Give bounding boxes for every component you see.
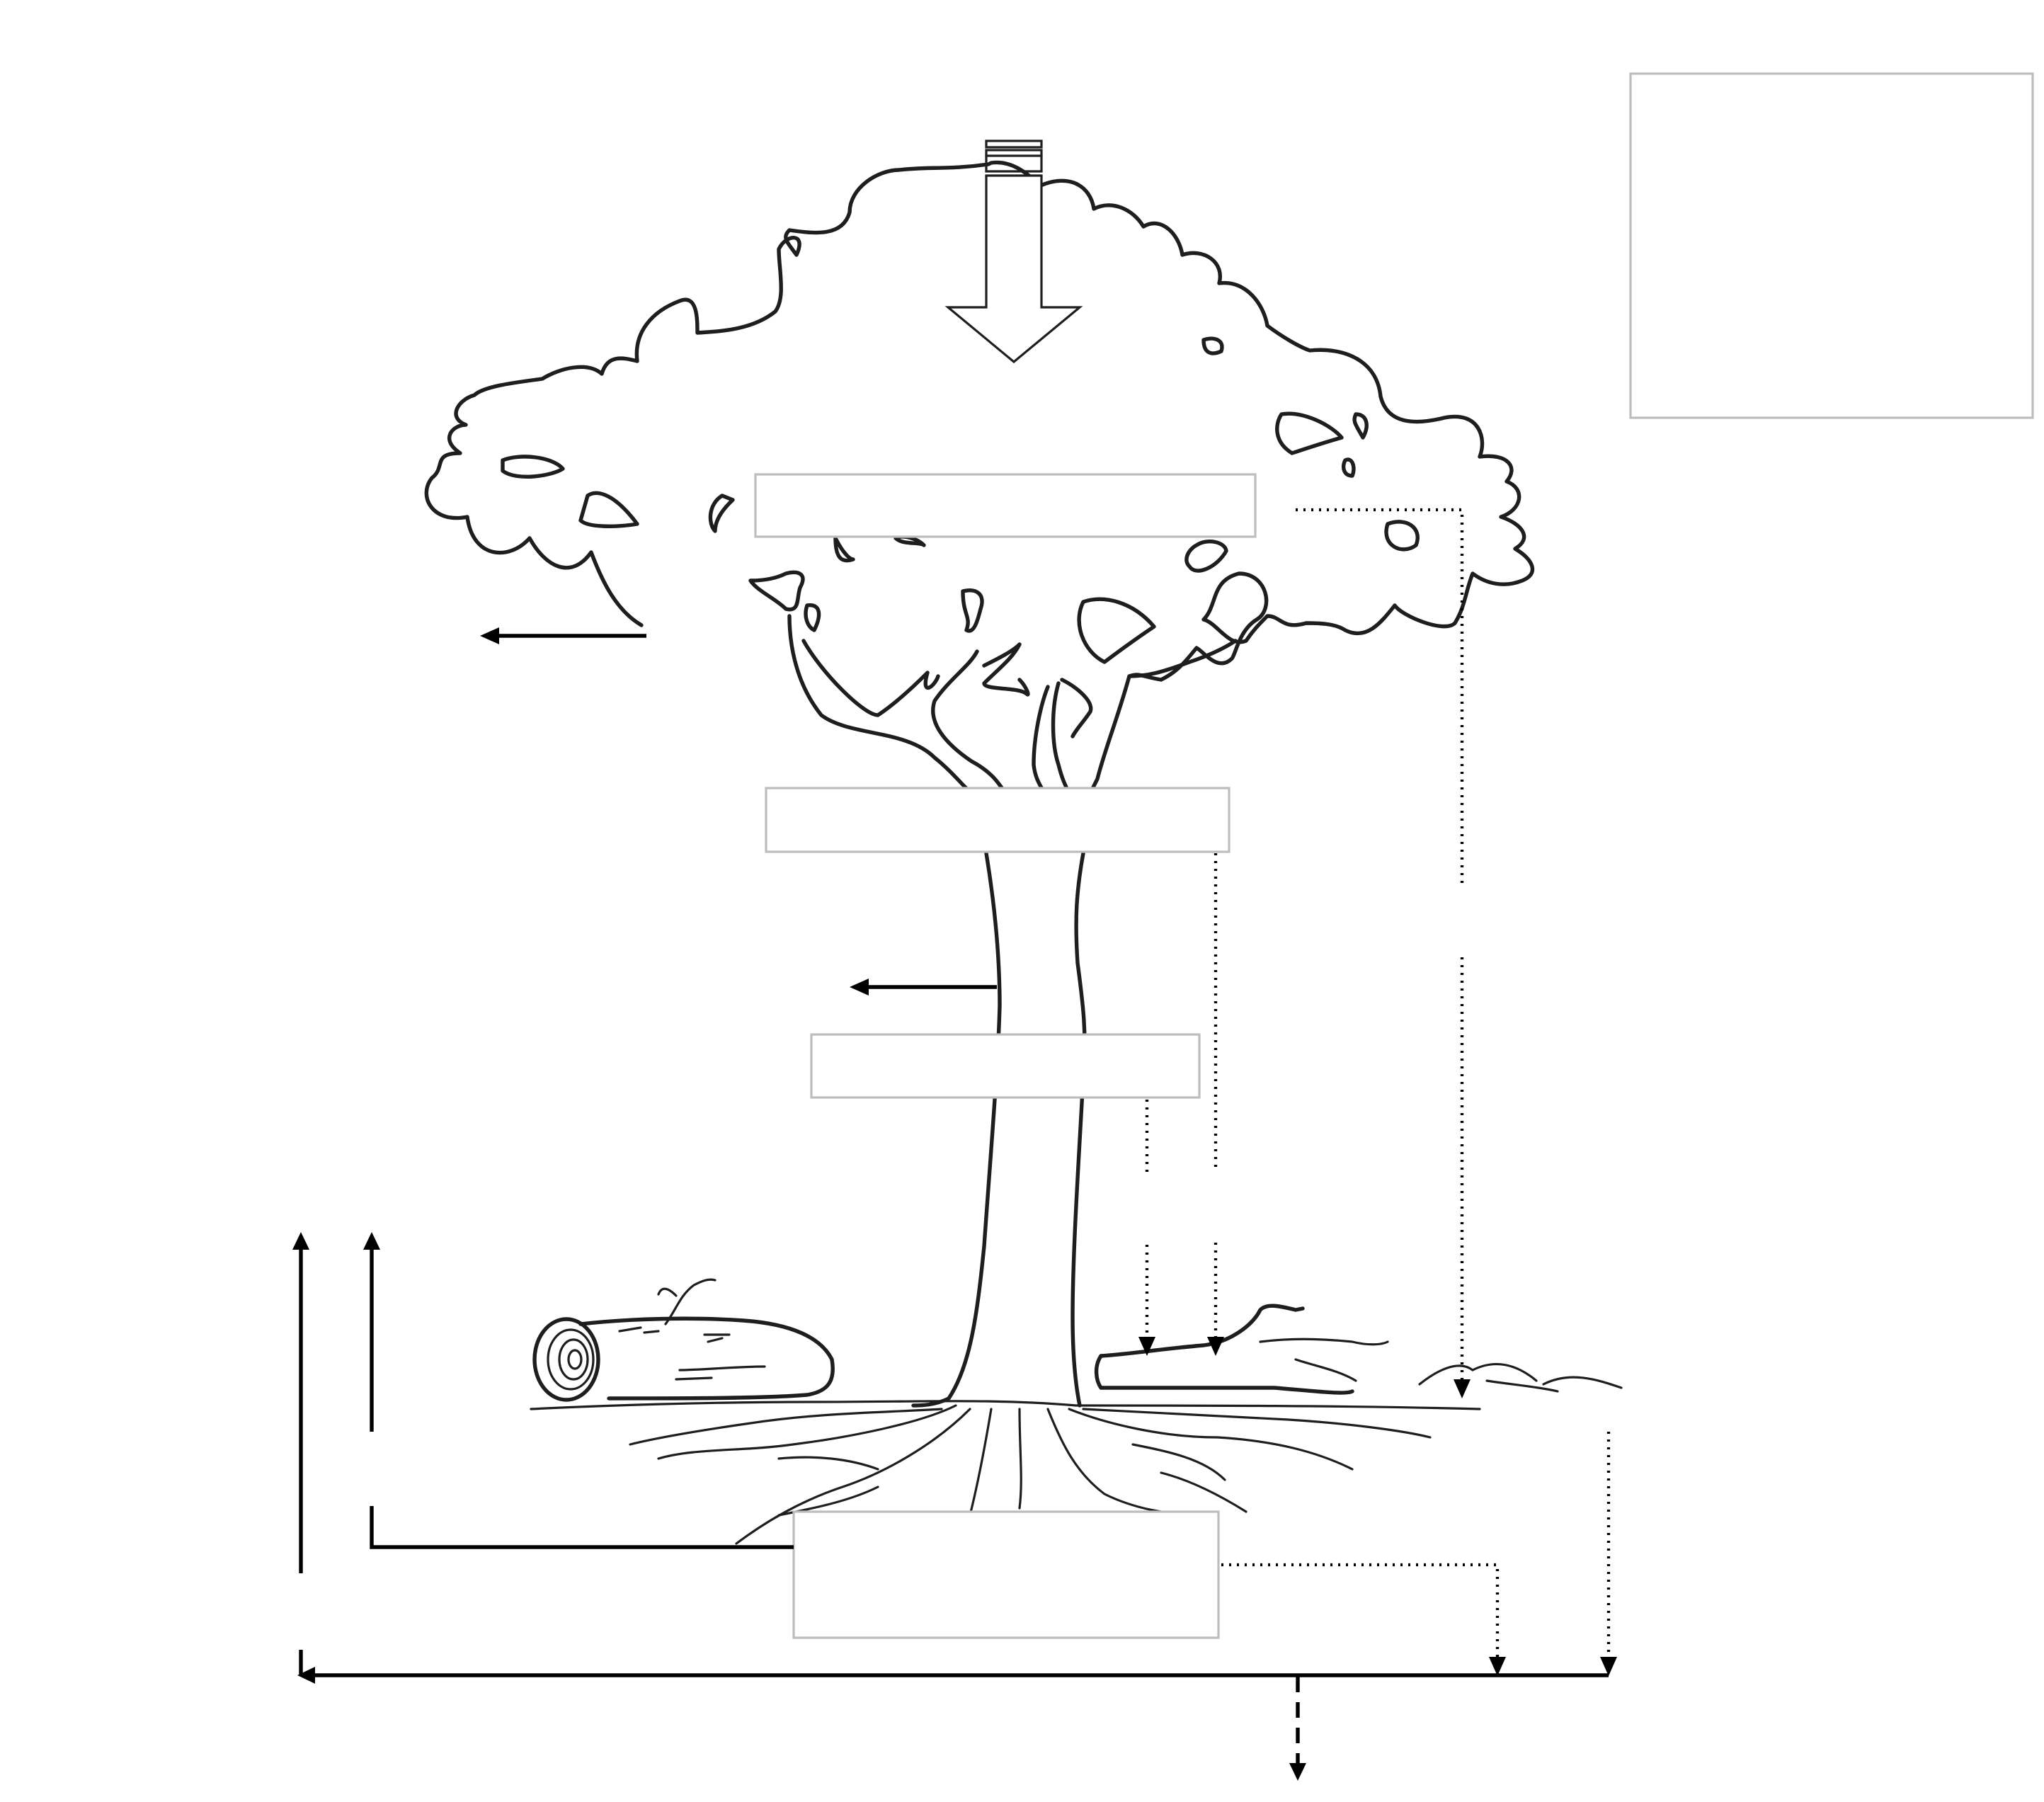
branch-outline — [984, 644, 1028, 695]
leaf-gap — [806, 605, 819, 630]
leaf-gap — [1079, 599, 1154, 662]
branches-to-deadwood-arrow — [1207, 853, 1224, 1356]
emission-up-outer-arrow — [292, 1232, 309, 1573]
branch-outline — [1062, 680, 1091, 736]
ground-line — [531, 1401, 1480, 1409]
fallen-log — [535, 1279, 833, 1400]
leaf-gap — [1187, 542, 1226, 571]
tree-illustration — [426, 162, 1621, 1544]
branch-outline — [1129, 641, 1235, 676]
leaf-gap — [1344, 460, 1354, 476]
legend-box — [1631, 74, 2033, 418]
leaf-gap — [1277, 414, 1342, 453]
branch-outline — [804, 641, 938, 715]
leaching-arrow — [1289, 1677, 1306, 1781]
foliage-to-litter-arrow — [1296, 510, 1471, 1398]
stem-to-deadwood-arrow — [1138, 1100, 1155, 1356]
roots-to-soil-arrow — [1221, 1565, 1506, 1676]
leaf-gap — [750, 572, 803, 609]
branch-outline — [789, 616, 971, 793]
soil-return-arrow — [297, 1650, 1609, 1684]
leaf-gap — [896, 537, 924, 545]
leaf-gap — [963, 591, 982, 631]
leaf-gap — [835, 538, 853, 561]
leaf-gap — [581, 493, 637, 526]
leaf-gap — [1354, 414, 1366, 438]
fallen-branch — [1097, 1306, 1621, 1393]
trunk-outline-right — [1073, 853, 1085, 1405]
pool-roots-soil — [794, 1512, 1218, 1638]
input-from-atmosphere-arrow — [948, 141, 1080, 362]
leaf-gap — [1386, 522, 1417, 549]
leaf-gap — [503, 457, 563, 477]
canopy-loss-arrow — [480, 627, 646, 644]
leaf-gap — [710, 496, 733, 531]
branch-outline — [1034, 687, 1048, 793]
pool-foliage — [755, 474, 1255, 537]
trunk-outline-left — [913, 853, 1000, 1405]
pool-branches — [766, 788, 1229, 852]
stem-loss-arrow — [850, 979, 997, 996]
leaf-gap — [1204, 338, 1222, 353]
branch-outline — [1054, 683, 1070, 793]
litter-to-soil-arrow — [1600, 1432, 1617, 1676]
emission-up-inner-arrow — [363, 1232, 794, 1547]
pool-stem — [811, 1034, 1199, 1097]
